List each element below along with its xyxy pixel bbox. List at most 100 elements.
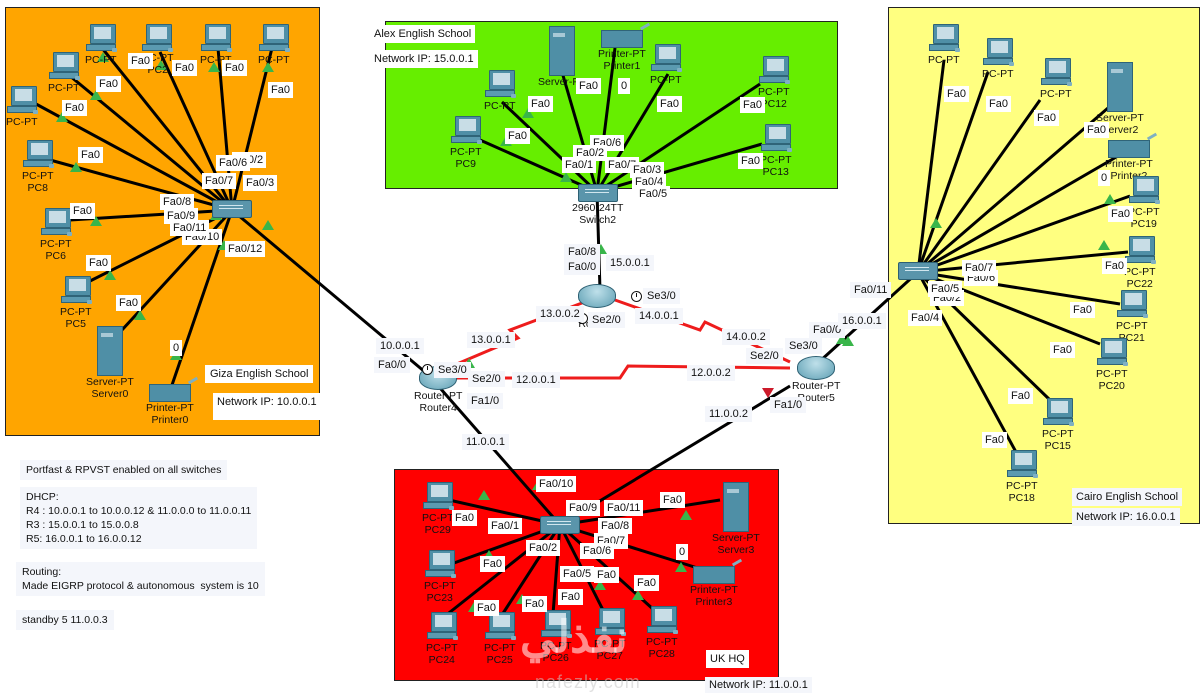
link-pc12 (596, 82, 761, 194)
port-label: Fa0 (558, 589, 583, 605)
port-label: Fa0 (116, 295, 141, 311)
link-server2 (917, 106, 1109, 274)
port-label: Fa0 (474, 600, 499, 616)
port-label: Fa0/3 (243, 175, 278, 191)
device-pc1[interactable]: PC-PT (48, 52, 80, 94)
ip-label-r3-se3: 14.0.0.1 (635, 308, 683, 324)
port-label: Fa0/7 (962, 260, 997, 276)
port-label: 0 (618, 78, 631, 94)
port-label: Fa0/2 (526, 540, 561, 556)
clock-icon (422, 364, 433, 375)
port-label: Fa0 (660, 492, 685, 508)
zone-title-cairo: Cairo English School (1072, 488, 1183, 506)
device-pc16[interactable]: PC-PT (982, 38, 1014, 80)
port-label: Fa0/11 (170, 220, 210, 236)
link-pc17 (916, 99, 1042, 273)
device-pc4[interactable]: PC-PT (258, 24, 290, 66)
port-label: Fa0 (480, 556, 505, 572)
port-label: Fa0 (1070, 302, 1095, 318)
device-switch0[interactable] (212, 200, 252, 218)
port-label: Fa0 (982, 432, 1007, 448)
port-label: Fa0 (594, 567, 619, 583)
note-portfast: Portfast & RPVST enabled on all switches (20, 460, 228, 480)
port-label: Fa0 (505, 128, 530, 144)
clock-icon (631, 291, 642, 302)
port-label: Fa0 (452, 510, 477, 526)
port-label: Fa0 (62, 100, 87, 116)
watermark-arabic: نفذلي (520, 613, 628, 662)
device-pc3[interactable]: PC-PT (85, 24, 117, 66)
link-pc13 (596, 142, 763, 194)
ip-label-r5-fa0: 16.0.0.1 (838, 313, 886, 329)
port-label: Fa0 (70, 203, 95, 219)
port-label: Fa0/10 (536, 476, 577, 492)
port-label-r4-fa0: Fa0/0 (374, 357, 411, 373)
device-pc2-icon[interactable] (142, 24, 173, 54)
link-pc21 (917, 270, 1121, 306)
link-pc10 (500, 100, 599, 194)
watermark-latin: nafezly.com (535, 672, 641, 692)
port-label: Fa0 (986, 96, 1011, 112)
link-pc4 (230, 47, 274, 211)
port-label: Fa0/8 (160, 194, 195, 210)
port-label: Fa0/8 (598, 518, 633, 534)
port-label: Fa0 (1050, 342, 1075, 358)
device-pc17[interactable]: PC-PT (1040, 58, 1072, 100)
device-switch3[interactable] (540, 516, 580, 534)
zone-title-giza: Giza English School (205, 365, 314, 383)
link-printer2 (917, 154, 1119, 274)
link-pc14 (916, 59, 946, 273)
ip-label-r3-fa0: 15.0.0.1 (606, 255, 654, 271)
port-label: Fa0 (1108, 206, 1133, 222)
port-label: Fa0 (740, 97, 765, 113)
device-server1[interactable]: Server-PT (538, 26, 586, 88)
zone-title-alex: Alex English School (370, 25, 476, 43)
device-pc10[interactable]: PC-PT (484, 70, 516, 112)
device-switch1[interactable] (898, 262, 938, 280)
port-label-r5-fa1: Fa1/0 (770, 397, 807, 413)
port-label: Fa0/7 (202, 173, 237, 189)
zone-network-alex: Network IP: 15.0.0.1 (370, 50, 478, 68)
device-pc0[interactable]: PC-PT (6, 86, 38, 128)
port-label: Fa0 (634, 575, 659, 591)
zone-network-cairo: Network IP: 16.0.0.1 (1072, 508, 1180, 526)
port-label: Fa0 (268, 82, 293, 98)
port-label: Fa0/5 (636, 186, 671, 202)
port-label: Fa0/5 (928, 281, 963, 297)
link-pc26 (551, 524, 562, 615)
ip-label-r5-se2: 12.0.0.2 (687, 365, 735, 381)
port-label: Fa0/4 (908, 310, 943, 326)
link-pc19 (917, 194, 1131, 274)
link-pc9 (479, 138, 598, 194)
device-pc14[interactable]: PC-PT (928, 24, 960, 66)
device-pc11[interactable]: PC-PT (650, 44, 682, 86)
